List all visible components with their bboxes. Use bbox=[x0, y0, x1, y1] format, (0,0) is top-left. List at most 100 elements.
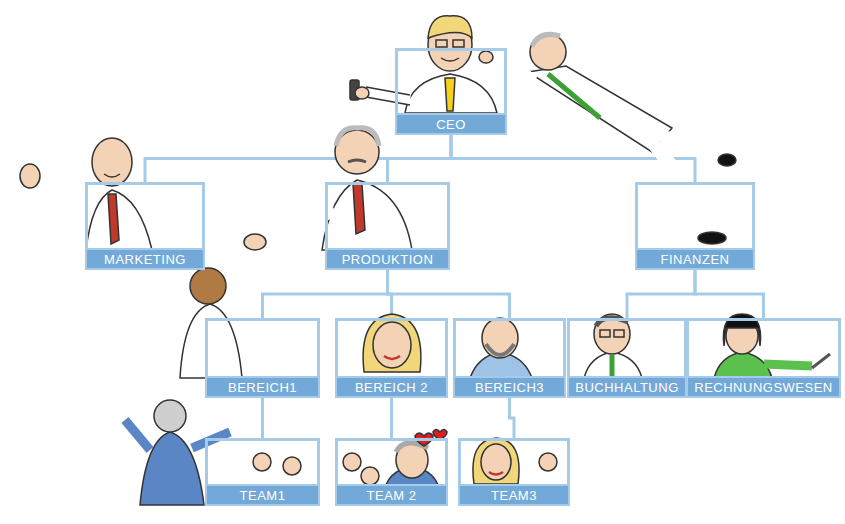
shoe bbox=[698, 232, 726, 244]
team2-figures bbox=[343, 442, 438, 485]
bereich2-figure bbox=[363, 314, 421, 372]
org-connector bbox=[390, 398, 393, 438]
org-box: TEAM3 bbox=[458, 438, 570, 506]
shirt bbox=[180, 304, 242, 378]
beard bbox=[486, 344, 514, 355]
label-bar: BEREICH3 bbox=[453, 376, 566, 398]
label-bar: CEO bbox=[395, 113, 507, 135]
box-label: BEREICH1 bbox=[228, 381, 297, 394]
label-bar: RECHNUNGSWESEN bbox=[686, 376, 841, 398]
head bbox=[154, 400, 186, 432]
label-bar: TEAM 2 bbox=[335, 484, 448, 506]
org-box: FINANZEN bbox=[635, 182, 755, 270]
arm bbox=[486, 58, 535, 80]
mustache bbox=[348, 160, 366, 162]
tie bbox=[548, 74, 600, 118]
tie bbox=[353, 184, 365, 234]
tie bbox=[610, 355, 615, 376]
glasses bbox=[614, 330, 624, 337]
shirt bbox=[86, 190, 152, 250]
org-box: PRODUKTION bbox=[325, 182, 450, 270]
climbing-man-figure bbox=[479, 34, 736, 244]
head bbox=[373, 322, 411, 368]
handshake bbox=[244, 234, 266, 250]
produktion-figure bbox=[244, 128, 412, 250]
small-head bbox=[539, 453, 557, 471]
mouth bbox=[489, 472, 503, 475]
box-label: BEREICH 2 bbox=[355, 381, 428, 394]
arm bbox=[125, 420, 150, 450]
label-bar: BEREICH1 bbox=[205, 376, 320, 398]
label-bar: TEAM3 bbox=[458, 484, 570, 506]
hand bbox=[479, 51, 493, 63]
box-label: BUCHHALTUNG bbox=[575, 381, 679, 394]
org-connector bbox=[261, 398, 264, 438]
org-box: BEREICH 2 bbox=[335, 318, 448, 398]
hair bbox=[532, 34, 560, 46]
head bbox=[482, 318, 518, 358]
arm bbox=[764, 364, 812, 366]
hair bbox=[428, 16, 472, 38]
head bbox=[530, 34, 566, 70]
org-box: TEAM 2 bbox=[335, 438, 448, 506]
org-box: TEAM1 bbox=[205, 438, 320, 506]
body bbox=[528, 66, 672, 152]
org-box: BEREICH3 bbox=[453, 318, 566, 398]
mouth bbox=[104, 174, 120, 177]
glasses bbox=[436, 40, 447, 47]
org-box: RECHNUNGSWESEN bbox=[686, 318, 841, 398]
head bbox=[92, 138, 132, 186]
glasses bbox=[453, 40, 464, 47]
box-label: MARKETING bbox=[104, 253, 186, 266]
shirt bbox=[584, 352, 642, 378]
small-head bbox=[343, 453, 361, 471]
head bbox=[396, 442, 428, 478]
small-head bbox=[361, 467, 379, 485]
hand bbox=[20, 164, 40, 188]
org-box: BEREICH1 bbox=[205, 318, 320, 398]
box-label: RECHNUNGSWESEN bbox=[694, 381, 832, 394]
mouth bbox=[441, 58, 459, 61]
shirt bbox=[405, 74, 497, 113]
org-connector bbox=[145, 135, 451, 182]
org-connector bbox=[695, 270, 764, 318]
bereich1-figure bbox=[180, 252, 250, 378]
org-connector bbox=[388, 270, 510, 318]
box-label: TEAM3 bbox=[491, 489, 537, 502]
shoe bbox=[718, 154, 736, 166]
hair bbox=[336, 128, 379, 146]
shirt bbox=[714, 352, 772, 378]
leg bbox=[655, 145, 705, 232]
label-bar: BUCHHALTUNG bbox=[567, 376, 687, 398]
mouth bbox=[384, 356, 400, 359]
org-connector bbox=[627, 270, 695, 318]
hand bbox=[355, 87, 369, 99]
hair bbox=[473, 438, 519, 484]
tie bbox=[445, 78, 455, 111]
head bbox=[481, 444, 511, 480]
label-bar: PRODUKTION bbox=[325, 248, 450, 270]
label-bar: BEREICH 2 bbox=[335, 376, 448, 398]
box-label: TEAM 2 bbox=[367, 489, 417, 502]
buchhaltung-figure bbox=[584, 314, 642, 378]
glasses bbox=[600, 330, 610, 337]
label-bar: MARKETING bbox=[85, 248, 205, 270]
org-connector bbox=[510, 398, 515, 438]
tie bbox=[108, 194, 119, 244]
arm bbox=[228, 252, 250, 312]
head bbox=[190, 268, 226, 304]
small-head bbox=[253, 453, 271, 471]
small-head bbox=[283, 457, 301, 475]
pen bbox=[812, 354, 830, 368]
box-label: PRODUKTION bbox=[342, 253, 434, 266]
org-box: CEO bbox=[395, 48, 507, 135]
label-bar: FINANZEN bbox=[635, 248, 755, 270]
box-label: CEO bbox=[436, 118, 466, 131]
hair bbox=[363, 314, 421, 372]
bereich3-figure bbox=[470, 318, 532, 378]
org-connector bbox=[388, 135, 452, 182]
org-box: MARKETING bbox=[85, 182, 205, 270]
arm-outline bbox=[366, 87, 410, 105]
